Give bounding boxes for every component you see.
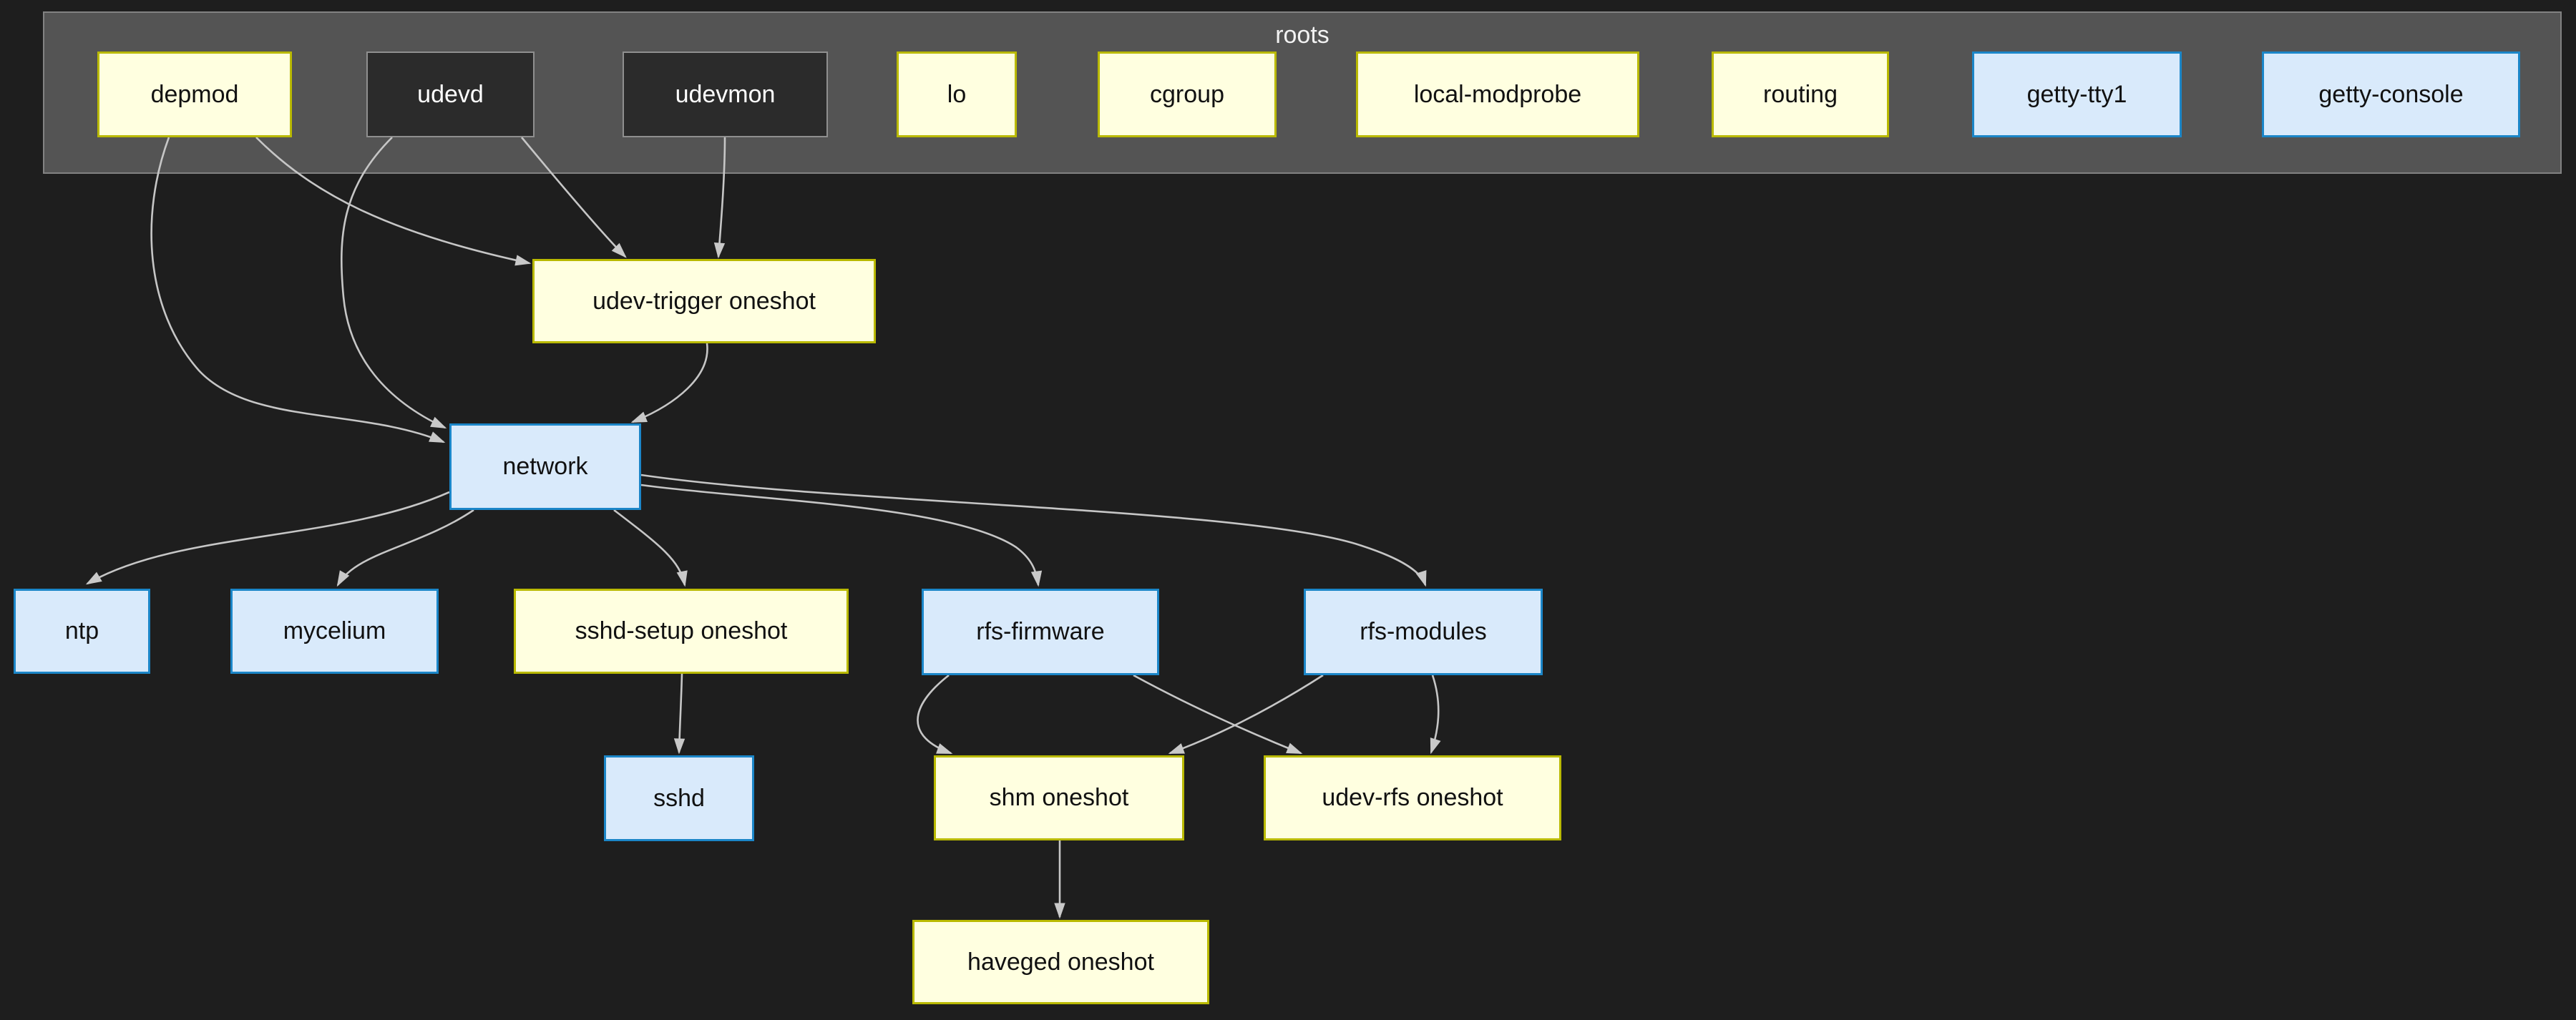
roots-cluster-label: roots bbox=[1275, 21, 1330, 49]
node-shm: shm oneshot bbox=[934, 755, 1184, 840]
node-udevmon: udevmon bbox=[623, 52, 828, 137]
edge-network-to-rfs-firmware bbox=[640, 484, 1043, 587]
edge-udevd-to-network bbox=[341, 137, 447, 429]
node-rfs-firmware: rfs-firmware bbox=[922, 589, 1159, 675]
node-mycelium: mycelium bbox=[230, 589, 439, 674]
node-getty-console: getty-console bbox=[2262, 52, 2520, 137]
node-udev-rfs: udev-rfs oneshot bbox=[1264, 755, 1561, 840]
edge-rfs-modules-to-shm bbox=[1168, 674, 1324, 755]
node-network: network bbox=[449, 423, 641, 510]
node-udevd: udevd bbox=[366, 52, 535, 137]
node-getty-tty1: getty-tty1 bbox=[1972, 52, 2182, 137]
edge-depmod-to-udev-trigger bbox=[255, 137, 532, 266]
edge-rfs-firmware-to-udev-rfs bbox=[1133, 674, 1303, 755]
node-routing: routing bbox=[1712, 52, 1889, 137]
node-cgroup: cgroup bbox=[1098, 52, 1277, 137]
node-rfs-modules: rfs-modules bbox=[1304, 589, 1543, 675]
node-depmod: depmod bbox=[97, 52, 292, 137]
edge-udevmon-to-udev-trigger bbox=[713, 137, 726, 259]
node-local-modprobe: local-modprobe bbox=[1356, 52, 1639, 137]
node-sshd-setup: sshd-setup oneshot bbox=[514, 589, 849, 674]
node-lo: lo bbox=[897, 52, 1017, 137]
edge-udev-trigger-to-network bbox=[630, 343, 708, 423]
edge-rfs-modules-to-udev-rfs bbox=[1430, 675, 1441, 755]
edge-rfs-firmware-to-shm bbox=[917, 674, 953, 755]
edge-network-to-ntp bbox=[85, 491, 450, 585]
edge-network-to-mycelium bbox=[336, 509, 474, 587]
edge-depmod-to-network bbox=[150, 137, 446, 443]
node-udev-trigger: udev-trigger oneshot bbox=[532, 259, 876, 343]
node-haveged: haveged oneshot bbox=[912, 920, 1209, 1004]
edge-udevd-to-udev-trigger bbox=[520, 137, 627, 258]
edge-sshd-setup-to-sshd bbox=[673, 673, 686, 755]
edge-network-to-sshd-setup bbox=[613, 509, 688, 587]
node-sshd: sshd bbox=[604, 755, 754, 841]
edge-network-to-rfs-modules bbox=[640, 474, 1427, 587]
node-ntp: ntp bbox=[14, 589, 150, 674]
